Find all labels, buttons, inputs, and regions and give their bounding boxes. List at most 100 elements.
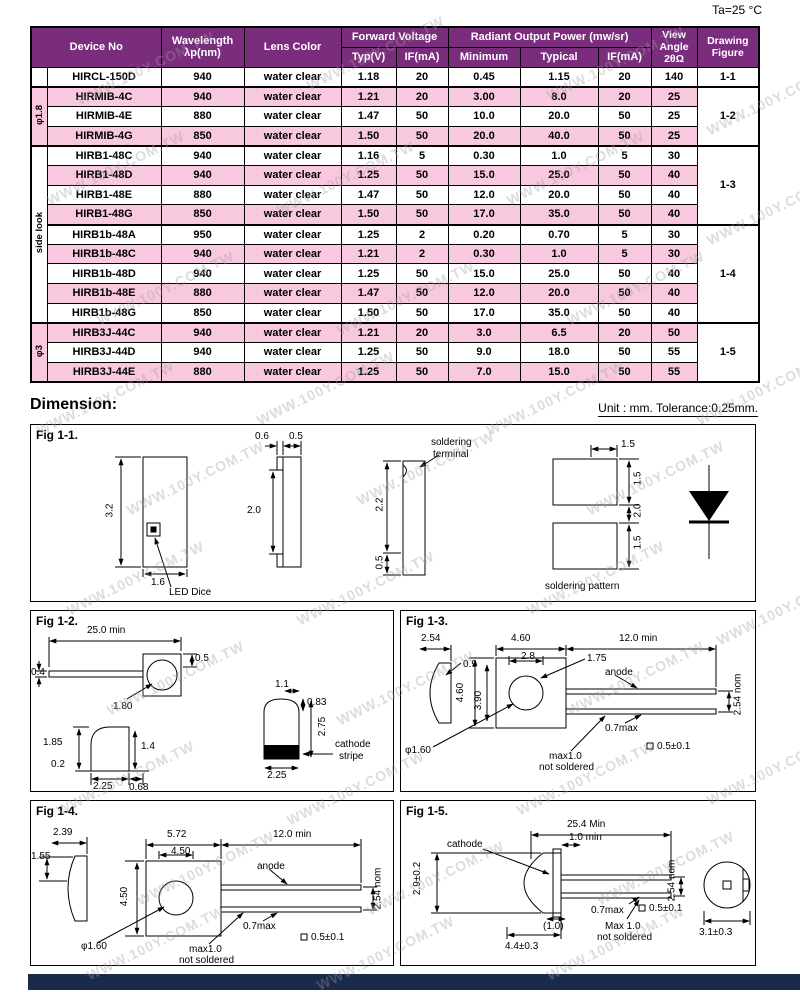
- forward-voltage-if-cell: 50: [395, 283, 449, 304]
- forward-voltage-typ-cell: 1.47: [340, 184, 397, 206]
- dim-label: not soldered: [539, 762, 595, 773]
- forward-voltage-if-cell: 50: [395, 302, 449, 324]
- view-angle-cell: 30: [650, 243, 698, 265]
- wavelength-cell: 940: [160, 66, 245, 88]
- radiant-typical-cell: 1.15: [519, 66, 599, 88]
- radiant-min-cell: 0.20: [447, 223, 521, 245]
- dim-label: 0.5: [374, 555, 386, 570]
- radiant-if-cell: 5: [597, 144, 652, 166]
- wavelength-cell: 940: [160, 342, 245, 363]
- forward-voltage-typ-cell: 1.16: [340, 144, 397, 166]
- radiant-if-cell: 50: [597, 125, 652, 147]
- view-angle-cell: 40: [650, 184, 698, 206]
- device-spec-table: Device No Wavelength λp(nm) Lens Color F…: [30, 26, 761, 383]
- forward-voltage-if-cell: 2: [395, 223, 449, 245]
- device-name-cell: HIRB3J-44D: [46, 342, 162, 363]
- device-name-cell: HIRMIB-4G: [46, 125, 162, 147]
- figure-title: Fig 1-2.: [36, 614, 79, 628]
- view-angle-cell: 55: [650, 361, 698, 383]
- drawing-figure-cell: 1-2: [696, 85, 760, 147]
- dim-label: not soldered: [597, 932, 653, 943]
- col-header-lens-color: Lens Color: [243, 26, 342, 68]
- radiant-if-cell: 50: [597, 361, 652, 383]
- radiant-min-cell: 17.0: [447, 204, 521, 225]
- radiant-if-cell: 50: [597, 302, 652, 324]
- figure-title: Fig 1-3.: [406, 614, 449, 628]
- radiant-min-cell: 0.45: [447, 66, 521, 88]
- dim-label: 4.50: [171, 846, 191, 857]
- forward-voltage-typ-cell: 1.25: [340, 263, 397, 285]
- device-group-cell: φ1.8: [30, 85, 48, 147]
- footer-bar: [28, 974, 800, 990]
- forward-voltage-if-cell: 5: [395, 144, 449, 166]
- dim-label: 0.83: [307, 697, 327, 708]
- figure-1-4-drawing: [39, 837, 377, 945]
- wavelength-cell: 940: [160, 263, 245, 285]
- figure-title: Fig 1-4.: [36, 804, 79, 818]
- device-group-cell: [30, 66, 48, 88]
- col-header-wavelength: Wavelength λp(nm): [160, 26, 245, 68]
- forward-voltage-if-cell: 50: [395, 125, 449, 147]
- dim-label: 12.0 min: [619, 633, 658, 644]
- radiant-min-cell: 3.00: [447, 85, 521, 107]
- lens-color-cell: water clear: [243, 105, 342, 127]
- forward-voltage-if-cell: 2: [395, 243, 449, 265]
- dim-label: 0.6: [255, 431, 269, 442]
- dim-label: not soldered: [179, 955, 235, 966]
- forward-voltage-typ-cell: 1.21: [340, 321, 397, 344]
- drawing-header-line2: Figure: [711, 47, 744, 60]
- dim-label: φ1.60: [81, 941, 107, 952]
- radiant-min-cell: 0.30: [447, 243, 521, 265]
- device-name-cell: HIRCL-150D: [46, 66, 162, 88]
- device-name-cell: HIRB3J-44C: [46, 321, 162, 344]
- col-header-forward-voltage: Forward Voltage: [340, 26, 449, 48]
- forward-voltage-if-cell: 50: [395, 164, 449, 186]
- wavelength-cell: 940: [160, 164, 245, 186]
- radiant-typical-cell: 20.0: [519, 283, 599, 304]
- radiant-if-cell: 5: [597, 223, 652, 245]
- device-name-cell: HIRMIB-4C: [46, 85, 162, 107]
- dim-label: 0.7max: [591, 905, 624, 916]
- wavelength-cell: 880: [160, 283, 245, 304]
- dim-label: 4.60: [511, 633, 531, 644]
- device-group-label: φ1.8: [33, 104, 45, 125]
- dim-label: 2.54 nom: [732, 673, 744, 716]
- view-angle-cell: 25: [650, 105, 698, 127]
- forward-voltage-if-cell: 20: [395, 321, 449, 344]
- dim-label: 1.0 min: [569, 832, 602, 843]
- drawing-figure-cell: 1-1: [696, 66, 760, 88]
- view-angle-cell: 55: [650, 342, 698, 363]
- wavelength-header-line1: Wavelength: [171, 34, 234, 47]
- forward-voltage-if-cell: 20: [395, 66, 449, 88]
- forward-voltage-if-cell: 50: [395, 263, 449, 285]
- col-header-radiant-output: Radiant Output Power (mw/sr): [447, 26, 652, 48]
- radiant-typical-cell: 15.0: [519, 361, 599, 383]
- forward-voltage-if-cell: 50: [395, 342, 449, 363]
- view-angle-header-line1: View: [662, 29, 686, 42]
- lens-color-cell: water clear: [243, 321, 342, 344]
- lens-color-cell: water clear: [243, 66, 342, 88]
- col-header-drawing-figure: Drawing Figure: [696, 26, 760, 68]
- wavelength-cell: 940: [160, 144, 245, 166]
- view-angle-cell: 30: [650, 144, 698, 166]
- lens-color-cell: water clear: [243, 361, 342, 383]
- dim-label: 2.39: [53, 827, 73, 838]
- radiant-if-cell: 50: [597, 184, 652, 206]
- dim-label: 25.0 min: [87, 625, 126, 636]
- radiant-typical-cell: 6.5: [519, 321, 599, 344]
- lens-color-cell: water clear: [243, 144, 342, 166]
- dim-label: cathode: [335, 739, 371, 750]
- dim-label: 0.5±0.1: [311, 932, 345, 943]
- forward-voltage-typ-cell: 1.25: [340, 361, 397, 383]
- radiant-if-cell: 50: [597, 342, 652, 363]
- forward-voltage-typ-cell: 1.47: [340, 283, 397, 304]
- ambient-temperature-note: Ta=25 °C: [712, 3, 762, 17]
- radiant-typical-cell: 20.0: [519, 105, 599, 127]
- dim-label: 2.25: [93, 781, 113, 792]
- unit-tolerance-note: Unit : mm. Tolerance:0.25mm.: [598, 401, 758, 417]
- dim-label: Max 1.0: [605, 921, 641, 932]
